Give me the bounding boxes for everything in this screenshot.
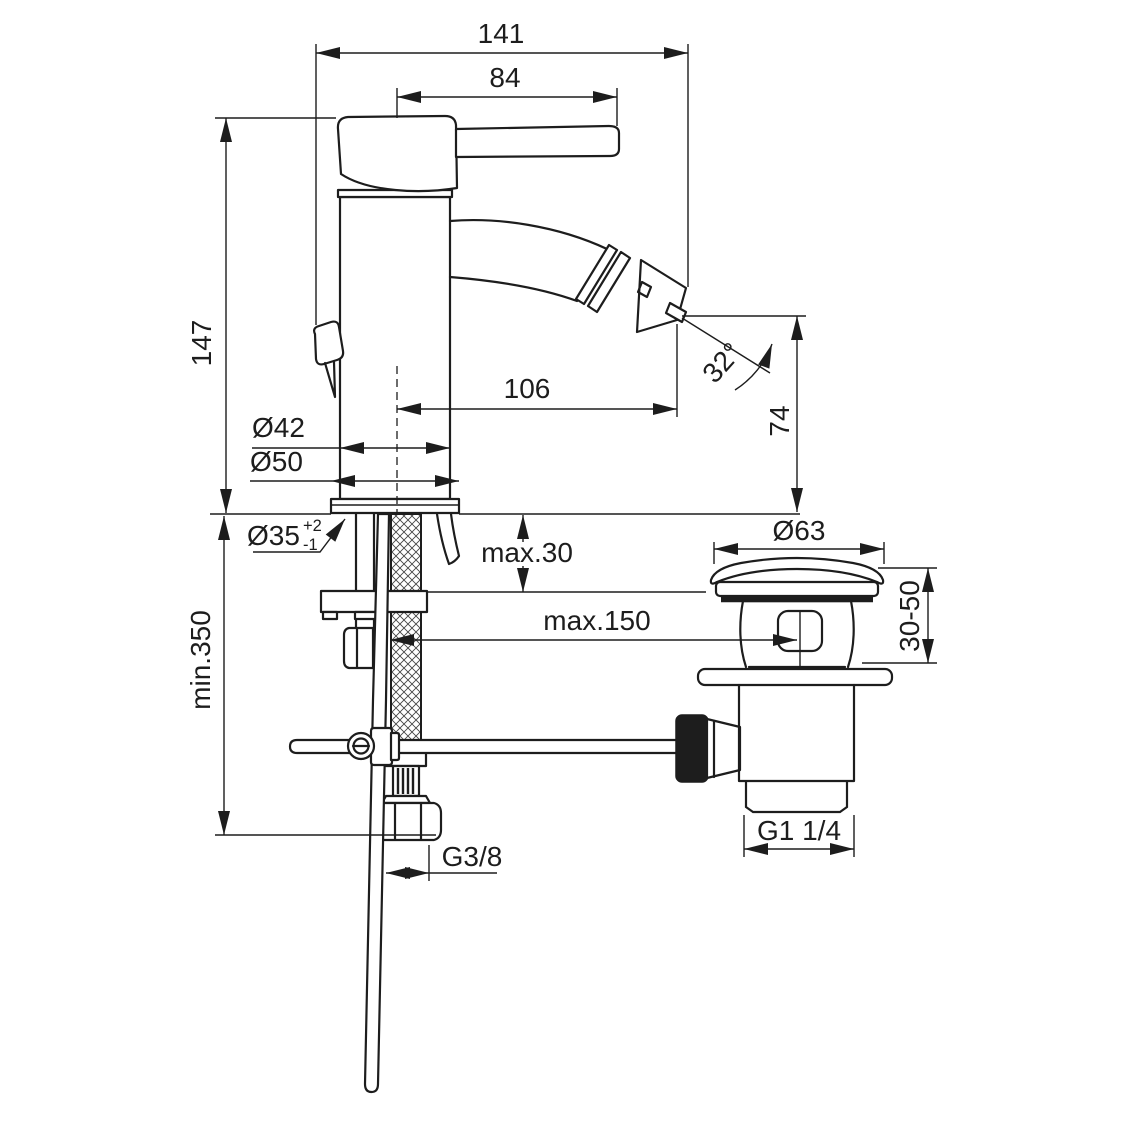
waste-bottom-flange: [696, 667, 894, 687]
dim-spout-angle-label: 32°: [696, 337, 747, 389]
spout-lower-edge: [448, 275, 579, 303]
aerator-outlet: [664, 301, 688, 324]
angle-leader-line: [681, 317, 771, 374]
strain-relief-ribs: [396, 768, 415, 794]
g38-hose-nut-facets: [393, 802, 423, 841]
dim-lever-length-label: 84: [489, 62, 520, 93]
dim-body-diameter-label: Ø42: [252, 412, 305, 443]
dim-waste-cap-diameter-label: Ø63: [773, 515, 826, 546]
dim-body-diameter: Ø42: [252, 412, 450, 454]
handle-cap: [336, 114, 459, 193]
aerator-tip-slot: [636, 280, 653, 299]
mixer-group: [313, 114, 688, 515]
dim-hole-diameter-label: Ø35: [247, 520, 300, 551]
braided-supply-hose: [390, 513, 422, 747]
dim-base-diameter-label: Ø50: [250, 446, 303, 477]
dim-spout-reach-label: 106: [504, 373, 551, 404]
installation-group: [210, 512, 800, 1094]
back-knob-pin: [323, 360, 337, 399]
handle-lever: [454, 124, 621, 159]
dim-waste-cap-diameter: Ø63: [713, 515, 885, 564]
dim-supply-thread-label: G3/8: [442, 841, 503, 872]
dim-ext-lines: [315, 44, 689, 325]
dim-waste-offset: max.150: [390, 605, 797, 646]
dim-hole-tol-minus: -1: [303, 536, 318, 554]
dim-waste-thread: G1 1/4: [743, 815, 855, 857]
dim-hole-diameter: Ø35 +2 -1: [247, 517, 346, 554]
dim-overall-width-label: 141: [478, 18, 525, 49]
second-supply-hose-stub: [435, 512, 461, 566]
rod-clamp-body: [369, 726, 394, 767]
linkage-knurled-joint: [675, 714, 709, 783]
dim-hole-tol-plus: +2: [303, 517, 322, 535]
mounting-flange: [319, 589, 429, 614]
mixer-body: [338, 195, 452, 501]
base-plate: [329, 497, 461, 515]
dim-spout-reach: 106: [397, 324, 678, 417]
dim-hose-length: min.350: [185, 516, 436, 836]
linkage-cone-adapter: [705, 717, 742, 780]
pop-up-lift-rod: [363, 512, 391, 1094]
waste-plug-ring: [714, 580, 880, 598]
spout-upper-edge: [448, 218, 609, 251]
dim-supply-thread: G3/8: [386, 841, 502, 881]
dim-base-diameter: Ø50: [250, 446, 459, 487]
dim-outlet-height: 74: [682, 315, 806, 512]
aerator-ring-1: [574, 243, 619, 306]
angle-arc: [734, 343, 773, 391]
dim-outlet-height-label: 74: [764, 405, 795, 436]
dim-height: 147: [186, 117, 336, 513]
pop-up-waste-group: [675, 556, 894, 814]
rod-clamp-ring: [389, 731, 401, 762]
dim-leader: [253, 518, 346, 553]
dim-spout-angle: 32°: [681, 317, 773, 391]
dim-waste-thread-label: G1 1/4: [757, 815, 841, 846]
dim-hose-length-label: min.350: [185, 610, 216, 710]
waste-tailpiece: [737, 683, 856, 814]
dim-waste-height-label: 30-50: [894, 580, 925, 652]
aerator-ring-2: [586, 250, 632, 314]
dim-deck-thickness: max.30: [481, 515, 573, 592]
dim-height-label: 147: [186, 320, 217, 367]
waste-plug-cap: [709, 556, 885, 585]
back-knob: [313, 320, 345, 366]
dim-waste-offset-label: max.150: [543, 605, 650, 636]
dim-lever-length: 84: [396, 62, 618, 126]
dim-overall-width: 141: [315, 18, 689, 325]
dim-waste-height: 30-50: [862, 567, 937, 664]
dim-deck-thickness-label: max.30: [481, 537, 573, 568]
